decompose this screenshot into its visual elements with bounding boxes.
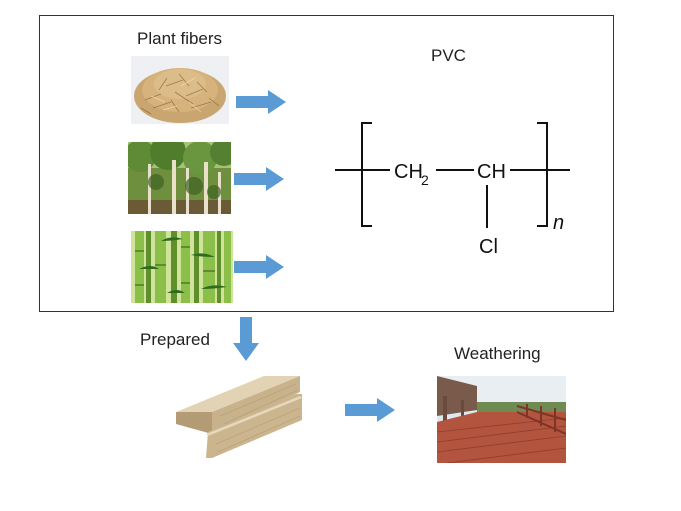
- arrow-down-icon: [233, 317, 259, 361]
- pvc-label: PVC: [431, 46, 466, 65]
- prepared-label: Prepared: [140, 330, 210, 349]
- ch2-subscript: 2: [421, 172, 429, 188]
- wood-plank-icon: [172, 372, 304, 460]
- arrow-right-icon: [236, 90, 286, 114]
- arrow-right-icon: [234, 167, 284, 191]
- fiber-pile-icon: [131, 56, 229, 124]
- weathering-label: Weathering: [454, 344, 541, 363]
- deck-scene-icon: [437, 376, 566, 463]
- chlorine-atom: Cl: [479, 236, 498, 258]
- ch2-group: CH: [394, 161, 423, 183]
- arrow-right-icon: [345, 398, 395, 422]
- plant-fibers-label: Plant fibers: [137, 29, 223, 48]
- plant-pvc-frame: [39, 15, 614, 312]
- arrow-right-icon: [234, 255, 284, 279]
- bamboo-icon: [131, 231, 233, 303]
- tree-forest-icon: [128, 142, 231, 214]
- pvc-structure-formula: CH 2 CH Cl n: [335, 122, 570, 258]
- repeat-n: n: [553, 212, 564, 234]
- ch-group: CH: [477, 161, 506, 183]
